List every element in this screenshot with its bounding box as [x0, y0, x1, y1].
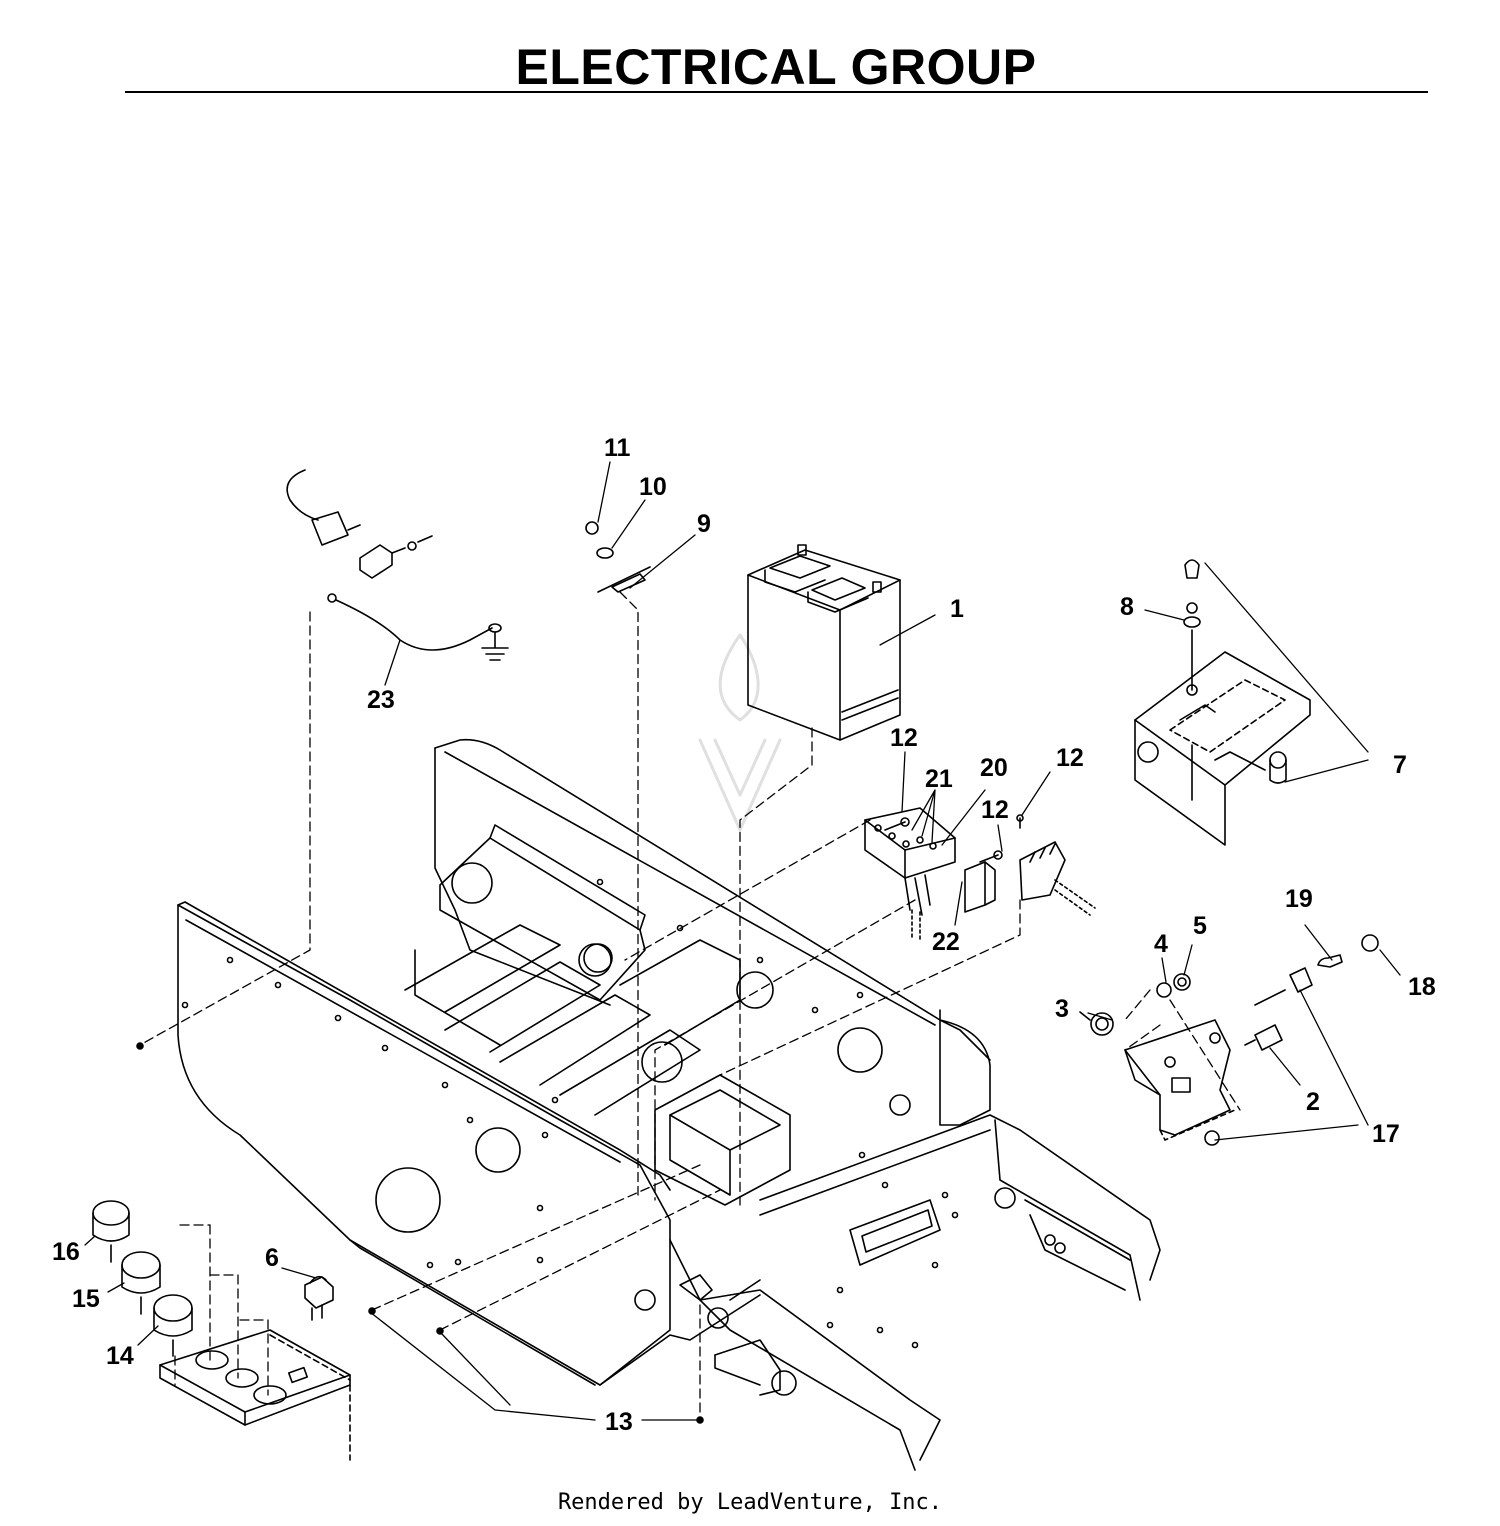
harness-fasteners [585, 521, 651, 593]
callout-1: 1 [950, 595, 964, 623]
callout-17: 17 [1372, 1120, 1400, 1148]
callout-16: 16 [52, 1238, 80, 1266]
callout-14: 14 [106, 1342, 134, 1370]
callout-23: 23 [367, 686, 395, 714]
callout-12-a: 12 [890, 724, 918, 752]
callout-7: 7 [1393, 751, 1407, 779]
callout-12-c: 12 [1056, 744, 1084, 772]
watermark-logo [698, 633, 782, 832]
callout-4: 4 [1154, 930, 1168, 958]
callout-20: 20 [980, 754, 1008, 782]
callout-11: 11 [604, 434, 631, 462]
battery [747, 544, 901, 741]
main-frame [177, 738, 1161, 1471]
switch-bracket [1079, 934, 1379, 1146]
callout-5: 5 [1193, 912, 1207, 940]
callout-22: 22 [932, 928, 960, 956]
gauge-panel [92, 1200, 351, 1461]
callout-15: 15 [72, 1285, 100, 1313]
control-box-cover [1134, 559, 1311, 846]
title-underline [125, 91, 1428, 93]
callout-13: 13 [605, 1408, 633, 1436]
callout-10: 10 [639, 473, 667, 501]
callout-18: 18 [1408, 973, 1436, 1001]
page-title: ELECTRICAL GROUP [515, 39, 1037, 95]
callout-numbers: 1 2 3 4 5 6 7 8 9 10 11 12 12 12 13 14 1… [52, 434, 1436, 1436]
leader-lines [84, 461, 1401, 1421]
callout-3: 3 [1055, 995, 1069, 1023]
callout-6: 6 [265, 1244, 279, 1272]
callout-8: 8 [1120, 593, 1134, 621]
callout-19: 19 [1285, 885, 1313, 913]
sensor-cable [286, 469, 509, 661]
callout-2: 2 [1306, 1088, 1320, 1116]
callout-21: 21 [925, 765, 953, 793]
callout-12-b: 12 [981, 796, 1009, 824]
terminal-block [864, 807, 1096, 943]
callout-9: 9 [697, 510, 711, 538]
assembly-lines [139, 591, 1241, 1419]
footer-credit: Rendered by LeadVenture, Inc. [557, 1490, 943, 1515]
